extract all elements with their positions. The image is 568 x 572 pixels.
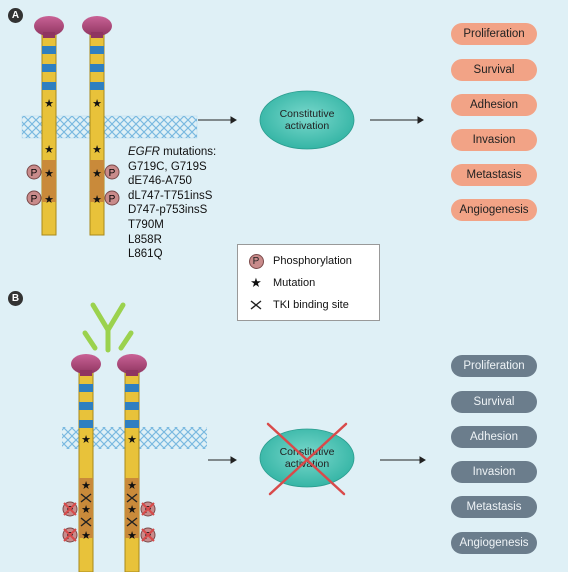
outcome-a-angiogenesis: Angiogenesis <box>451 199 537 221</box>
svg-text:★: ★ <box>44 193 54 206</box>
mutation-item: dE746-A750 <box>128 175 192 188</box>
star-icon: ★ <box>250 275 262 291</box>
receptor-b-left <box>71 354 101 572</box>
phospho-badge-icon: P <box>248 253 264 269</box>
svg-text:P: P <box>31 168 38 179</box>
outcome-b-angiogenesis: Angiogenesis <box>451 532 537 554</box>
svg-text:P: P <box>109 194 116 205</box>
svg-text:P: P <box>109 168 116 179</box>
svg-text:★: ★ <box>127 529 137 542</box>
svg-text:P: P <box>31 194 38 205</box>
outcome-a-proliferation: Proliferation <box>451 23 537 45</box>
svg-text:★: ★ <box>44 143 54 156</box>
mutation-item: G719C, G719S <box>128 160 207 173</box>
svg-text:★: ★ <box>127 433 137 446</box>
svg-text:★: ★ <box>81 479 91 492</box>
svg-text:★: ★ <box>44 167 54 180</box>
svg-text:★: ★ <box>92 143 102 156</box>
egfr-mutations-list: EGFR mutations: G719C, G719S dE746-A750 … <box>128 145 216 262</box>
outcome-b-survival: Survival <box>451 391 537 413</box>
svg-text:★: ★ <box>92 97 102 110</box>
svg-text:★: ★ <box>127 503 137 516</box>
tki-cross-icon <box>80 493 138 527</box>
mutation-item: dL747-T751insS <box>128 189 213 202</box>
outcome-a-invasion: Invasion <box>451 129 537 151</box>
outcome-b-adhesion: Adhesion <box>451 426 537 448</box>
receptor-a-right <box>82 16 112 236</box>
arrow-icon <box>208 456 426 464</box>
antibody-icon <box>82 302 134 353</box>
outcome-b-proliferation: Proliferation <box>451 355 537 377</box>
mutation-item: D747-p753insS <box>128 204 208 217</box>
outcome-a-metastasis: Metastasis <box>451 164 537 186</box>
svg-text:★: ★ <box>92 193 102 206</box>
legend-mutation: ★ Mutation <box>248 275 315 291</box>
star-icon: ★ ★ ★ ★ ★ ★ ★ ★ <box>81 433 137 542</box>
svg-text:★: ★ <box>127 479 137 492</box>
receptor-a-left <box>34 16 64 236</box>
svg-text:★: ★ <box>81 503 91 516</box>
activation-ellipse-a <box>259 90 355 150</box>
phospho-badge-icon: P P P P <box>26 164 120 206</box>
mutation-item: T790M <box>128 218 164 231</box>
outcome-b-invasion: Invasion <box>451 461 537 483</box>
outcome-b-metastasis: Metastasis <box>451 496 537 518</box>
mutation-item: L858R <box>128 233 162 246</box>
outcome-a-survival: Survival <box>451 59 537 81</box>
legend-box: P Phosphorylation ★ Mutation TKI binding… <box>237 244 380 321</box>
legend-phosphorylation: P Phosphorylation <box>248 253 352 269</box>
receptor-b-right <box>117 354 147 572</box>
outcome-a-adhesion: Adhesion <box>451 94 537 116</box>
arrow-icon <box>198 116 424 124</box>
membrane-a <box>21 115 198 139</box>
blocked-phospho-badge-icon: P P P P <box>62 501 156 543</box>
panel-b-label: B <box>8 291 23 306</box>
svg-text:★: ★ <box>92 167 102 180</box>
tki-cross-icon <box>250 300 262 310</box>
panel-a-label: A <box>8 8 23 23</box>
legend-tki: TKI binding site <box>248 297 349 313</box>
mutation-item: L861Q <box>128 248 163 261</box>
legend-tki-label: TKI binding site <box>273 299 349 311</box>
svg-text:★: ★ <box>81 529 91 542</box>
svg-text:★: ★ <box>81 433 91 446</box>
svg-text:★: ★ <box>44 97 54 110</box>
star-icon: ★ ★ ★ ★ ★ ★ ★ ★ <box>44 97 102 206</box>
mutations-heading: EGFR mutations: <box>128 146 217 158</box>
legend-mutation-label: Mutation <box>273 277 316 289</box>
legend-phosphorylation-label: Phosphorylation <box>273 255 352 267</box>
